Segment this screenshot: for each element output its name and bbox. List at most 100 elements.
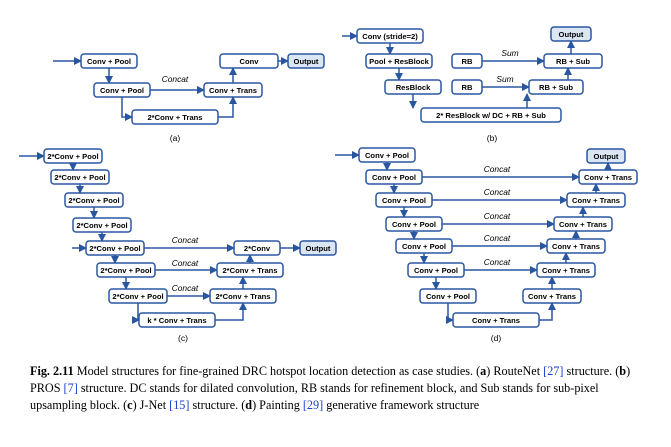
dilated-resblock-box: 2* ResBlock w/ DC + RB + Sub	[420, 107, 562, 123]
conv-pool-box-label: Conv + Pool	[426, 292, 470, 301]
caption-text: generative framework structure	[323, 398, 480, 412]
caption-fig-number: Fig. 2.11	[30, 364, 74, 378]
arrow-elbow	[218, 95, 238, 118]
conv-stride-box: Conv (stride=2)	[356, 28, 424, 44]
citation-link[interactable]: [15]	[169, 398, 190, 412]
rb-box-label: RB	[462, 83, 473, 92]
conv-pool-box: Conv + Pool	[375, 192, 433, 208]
conv-trans-box: Conv + Trans	[203, 82, 263, 98]
conv-box: 2*Conv	[233, 240, 281, 256]
conv-trans-box-label: Conv + Trans	[472, 316, 520, 325]
edge-label: Concat	[162, 74, 189, 84]
pool-resblock-box: Pool + ResBlock	[365, 53, 433, 69]
caption-text: ) J-Net	[132, 398, 170, 412]
citation-link[interactable]: [27]	[543, 364, 564, 378]
panel-label-c: (c)	[178, 333, 188, 343]
edge-label: Concat	[484, 211, 511, 221]
caption-text: ) PROS	[30, 364, 631, 395]
output-box-label: Output	[559, 30, 584, 39]
arrow-elbow	[539, 301, 557, 321]
output-box: Output	[287, 53, 325, 69]
caption-text: structure. (	[189, 398, 246, 412]
rb-sub-box-label: RB + Sub	[539, 83, 573, 92]
conv-trans-box: 2*Conv + Trans	[209, 288, 277, 304]
edge-label: Concat	[484, 187, 511, 197]
conv-stride-box-label: Conv (stride=2)	[362, 32, 418, 41]
conv-trans-box: Conv + Trans	[566, 192, 626, 208]
rb-box: RB	[451, 53, 483, 69]
conv-trans-box: Conv + Trans	[536, 262, 596, 278]
edge-label: Concat	[484, 164, 511, 174]
conv-pool-box-label: 2*Conv + Pool	[112, 292, 163, 301]
resblock-box-label: ResBlock	[396, 83, 431, 92]
conv-pool-box-label: 2*Conv + Pool	[100, 266, 151, 275]
edge-label: Concat	[172, 283, 199, 293]
conv-trans-box-label: Conv + Trans	[584, 173, 632, 182]
conv-pool-box: Conv + Pool	[358, 147, 416, 163]
caption-text: Model structures for fine-grained DRC ho…	[73, 364, 481, 378]
rb-sub-box: RB + Sub	[528, 79, 584, 95]
conv-pool-box: 2*Conv + Pool	[96, 262, 156, 278]
conv-pool-box-label: Conv + Pool	[365, 151, 409, 160]
conv-pool-box: Conv + Pool	[385, 216, 443, 232]
conv-pool-box-label: Conv + Pool	[100, 86, 144, 95]
citation-link[interactable]: [29]	[302, 398, 324, 412]
conv-box: Conv	[219, 53, 279, 69]
caption-text: ) Painting	[252, 398, 303, 412]
conv-pool-box: Conv + Pool	[365, 169, 423, 185]
output-box-label: Output	[294, 57, 319, 66]
edge-label: Concat	[484, 257, 511, 267]
edge-label: Sum	[501, 48, 518, 58]
output-box: Output	[586, 148, 626, 164]
caption-text: structure. (	[563, 364, 620, 378]
conv-pool-box: 2*Conv + Pool	[85, 240, 145, 256]
rb-sub-box-label: RB + Sub	[556, 57, 590, 66]
caption-part-c: c	[127, 398, 133, 412]
arrow-elbow	[445, 303, 455, 325]
arrow-elbow	[215, 301, 248, 321]
conv-pool-box-label: Conv + Pool	[414, 266, 458, 275]
conv-trans-box: Conv + Trans	[553, 216, 613, 232]
conv-trans-box-label: Conv + Trans	[572, 196, 620, 205]
k-conv-trans-box: k * Conv + Trans	[138, 312, 216, 328]
citation-link[interactable]: [7]	[63, 381, 78, 395]
conv-trans-box-label: Conv + Trans	[528, 292, 576, 301]
conv-box-label: 2*Conv	[244, 244, 271, 253]
rb-box: RB	[451, 79, 483, 95]
conv-trans-box: Conv + Trans	[578, 169, 638, 185]
conv-pool-box-label: Conv + Pool	[372, 173, 416, 182]
panel-label-d: (d)	[491, 333, 502, 343]
conv-trans-box: 2*Conv + Trans	[131, 109, 219, 125]
conv-trans-box-label: Conv + Trans	[209, 86, 257, 95]
conv-pool-box: Conv + Pool	[419, 288, 477, 304]
conv-trans-box: Conv + Trans	[522, 288, 582, 304]
conv-trans-box: Conv + Trans	[546, 238, 606, 254]
output-box: Output	[299, 240, 337, 256]
k-conv-trans-box-label: k * Conv + Trans	[147, 316, 206, 325]
conv-pool-box: 2*Conv + Pool	[50, 169, 110, 185]
conv-pool-box-label: 2*Conv + Pool	[47, 152, 98, 161]
conv-pool-box-label: 2*Conv + Pool	[54, 173, 105, 182]
figure-caption: Fig. 2.11 Model structures for fine-grai…	[30, 363, 642, 414]
output-box: Output	[550, 26, 592, 42]
resblock-box: ResBlock	[384, 79, 442, 95]
conv-trans-box-label: 2*Conv + Trans	[215, 292, 270, 301]
conv-pool-box: 2*Conv + Pool	[72, 217, 132, 233]
caption-text: structure. DC stands for dilated convolu…	[30, 381, 599, 412]
panel-label-b: (b)	[487, 133, 498, 143]
conv-pool-box-label: 2*Conv + Pool	[76, 221, 127, 230]
conv-trans-box-label: 2*Conv + Trans	[222, 266, 277, 275]
conv-trans-box: 2*Conv + Trans	[216, 262, 284, 278]
output-box-label: Output	[594, 152, 619, 161]
pool-resblock-box-label: Pool + ResBlock	[369, 57, 429, 66]
conv-trans-box-label: Conv + Trans	[559, 220, 607, 229]
conv-pool-box: Conv + Pool	[93, 82, 151, 98]
caption-text: ) RouteNet	[486, 364, 544, 378]
conv-pool-box: 2*Conv + Pool	[64, 192, 124, 208]
dilated-resblock-box-label: 2* ResBlock w/ DC + RB + Sub	[436, 111, 546, 120]
rb-box-label: RB	[462, 57, 473, 66]
arrow-elbow	[121, 97, 134, 122]
output-box-label: Output	[306, 244, 331, 253]
conv-pool-box-label: Conv + Pool	[87, 57, 131, 66]
